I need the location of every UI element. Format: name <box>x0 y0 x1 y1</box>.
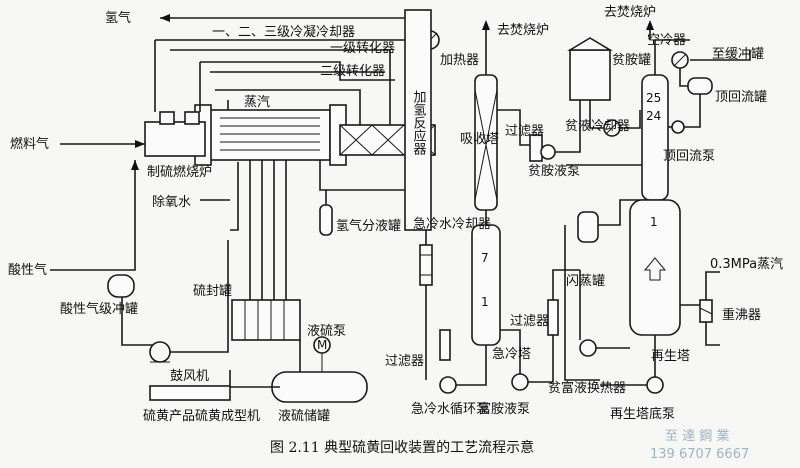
rich-amine-pump <box>511 373 529 391</box>
sulfur-seal-tank <box>231 299 301 341</box>
label-bottom-pump: 再生塔底泵 <box>610 406 675 422</box>
flash-drum <box>577 211 599 243</box>
label-reboiler: 重沸器 <box>722 307 761 323</box>
quench-tower: 7 1 <box>471 224 501 346</box>
label-filter1: 过滤器 <box>385 354 424 369</box>
quench-circulation-pump <box>439 376 457 394</box>
reflux-pump <box>671 120 685 134</box>
watermark-line-2: 139 6707 6667 <box>650 447 749 462</box>
label-reflux-tank: 顶回流罐 <box>715 90 767 105</box>
regenerator-tower: 25 24 1 <box>629 74 681 336</box>
label-low-steam: 0.3MPa蒸汽 <box>710 257 783 272</box>
label-hydrogenation-reactor: 加氢反应器 <box>411 90 427 156</box>
label-flash-tank: 闪蒸罐 <box>566 274 605 289</box>
label-seal-tank: 硫封罐 <box>193 284 232 299</box>
label-product: 硫黄产品硫黄成型机 <box>143 409 260 424</box>
tray-1-regen: 1 <box>650 215 658 229</box>
label-acid-gas: 酸性气 <box>8 262 47 278</box>
label-exchanger: 贫富液换热器 <box>548 380 626 396</box>
regen-bottom-pump <box>646 376 664 394</box>
label-lean-cooler: 贫液冷却器 <box>565 118 630 134</box>
hydrogenation-reactor <box>404 9 432 231</box>
label-deaerated-water: 除氧水 <box>152 195 191 210</box>
label-liquid-storage: 液硫储罐 <box>278 409 330 424</box>
label-hydro-sep: 氢气分液罐 <box>336 218 401 234</box>
label-acid-buffer: 酸性气级冲罐 <box>60 301 138 317</box>
filter-3 <box>547 299 559 336</box>
hydrogen-separator-tank <box>319 204 333 236</box>
label-lean-pump: 贫胺液泵 <box>528 163 580 179</box>
liquid-sulfur-pump: M <box>313 336 331 375</box>
lean-amine-pump <box>540 144 556 160</box>
label-air-cooler: 空冷器 <box>647 33 686 48</box>
label-lean-tank: 贫胺罐 <box>612 52 651 68</box>
label-burner: 制硫燃烧炉 <box>147 164 212 180</box>
tray-1: 1 <box>481 295 489 309</box>
label-condensers: 一、二、三级冷凝冷却器 <box>212 24 355 40</box>
lean-amine-tank <box>567 37 613 101</box>
label-heater: 加热器 <box>440 53 479 68</box>
label-converter2: 二级转化器 <box>320 64 385 79</box>
acid-gas-buffer-tank <box>107 274 135 298</box>
label-quench-tower: 急冷塔 <box>492 347 531 362</box>
watermark-line-1: 至 達 鋼 業 <box>665 428 729 444</box>
label-steam: 蒸汽 <box>244 95 270 110</box>
tray-7: 7 <box>481 251 489 265</box>
tray-24: 24 <box>646 109 661 123</box>
label-filter3: 过滤器 <box>510 314 549 329</box>
tray-25: 25 <box>646 91 661 105</box>
label-converter1: 一级转化器 <box>330 41 395 56</box>
lean-rich-exchanger <box>579 339 597 357</box>
label-regenerator: 再生塔 <box>651 349 690 364</box>
sulfur-burner <box>144 111 206 157</box>
motor-symbol: M <box>317 338 327 352</box>
filter-1 <box>439 329 451 361</box>
air-cooler-icon <box>671 51 689 69</box>
label-liquid-pump: 液硫泵 <box>307 324 346 339</box>
label-fuel-gas: 燃料气 <box>10 136 49 152</box>
blower-icon <box>149 341 171 363</box>
label-quench-cooler: 急冷水冷却器 <box>413 217 491 232</box>
sulfur-flaker <box>149 385 231 401</box>
hydrogen-line <box>160 14 420 22</box>
label-to-incinerator-1: 去焚烧炉 <box>497 23 549 38</box>
reflux-drum <box>687 77 713 95</box>
condenser-block <box>194 104 347 166</box>
label-filter2: 过滤器 <box>505 124 544 139</box>
label-to-incinerator-2: 去焚烧炉 <box>604 5 656 20</box>
label-reflux-pump: 顶回流泵 <box>663 149 715 164</box>
label-rich-pump: 富胺液泵 <box>478 401 530 417</box>
figure-caption: 图 2.11 典型硫黄回收装置的工艺流程示意 <box>270 439 534 456</box>
reboiler-icon <box>699 299 713 323</box>
label-blower: 鼓风机 <box>170 369 209 384</box>
label-absorber: 吸收塔 <box>460 132 499 147</box>
label-hydrogen: 氢气 <box>105 10 131 26</box>
label-quench-pump: 急冷水循环泵 <box>411 402 489 417</box>
liquid-sulfur-storage-tank <box>271 371 368 403</box>
label-to-buffer: 至缓冲罐 <box>712 47 764 62</box>
quench-water-cooler <box>419 244 433 286</box>
